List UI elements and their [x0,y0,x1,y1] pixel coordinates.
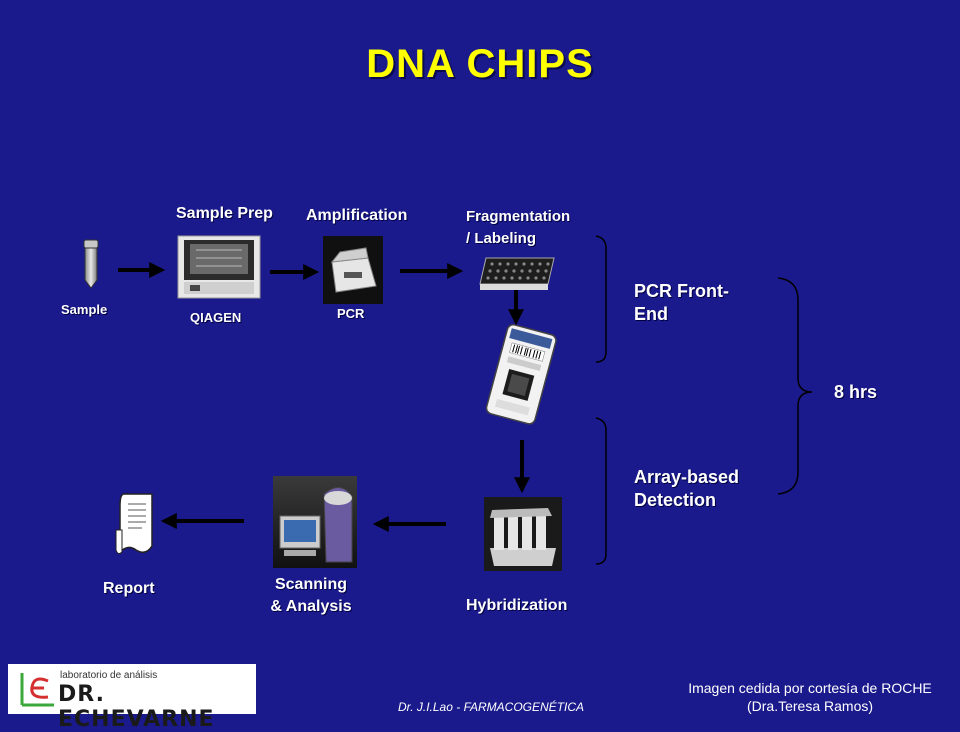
bracket-pcr-front-end [595,235,607,363]
lab-logo-subtitle: laboratorio de análisis [60,670,158,681]
label-scanning-analysis: Scanning & Analysis [270,576,352,615]
lab-logo: laboratorio de análisis DR. ECHEVARNE [8,664,256,732]
microplate-icon [479,257,555,290]
scanner-workstation-icon [273,476,357,568]
slide-title: DNA CHIPS [366,42,594,86]
label-pcr: PCR [337,306,365,321]
sample-tube-icon [83,239,99,289]
report-document-icon [115,493,153,555]
lab-logo-mark-icon [20,673,54,707]
hybridization-oven-icon [484,497,562,571]
qiagen-instrument-icon [177,235,261,299]
label-array-based-detection: Array-based Detection [634,467,740,510]
bracket-array-detection [595,417,607,565]
label-pcr-front-end: PCR Front- End [634,281,729,324]
lab-logo-name: DR. ECHEVARNE [58,682,215,732]
label-amplification: Amplification [306,207,408,224]
label-report: Report [103,580,155,597]
label-hybridization: Hybridization [466,597,568,614]
label-qiagen: QIAGEN [190,310,242,325]
label-sample-prep: Sample Prep [176,205,273,222]
pcr-thermocycler-icon [323,236,383,304]
dna-chip-cartridge-icon [485,323,557,425]
footer-credit: Imagen cedida por cortesía de ROCHE (Dra… [688,680,932,714]
label-fragmentation: Fragmentation / Labeling [466,208,571,247]
footer-author: Dr. J.I.Lao - FARMACOGENÉTICA [398,700,585,714]
label-total-time: 8 hrs [834,382,878,402]
label-sample: Sample [61,302,108,317]
bracket-total-time [777,277,813,495]
